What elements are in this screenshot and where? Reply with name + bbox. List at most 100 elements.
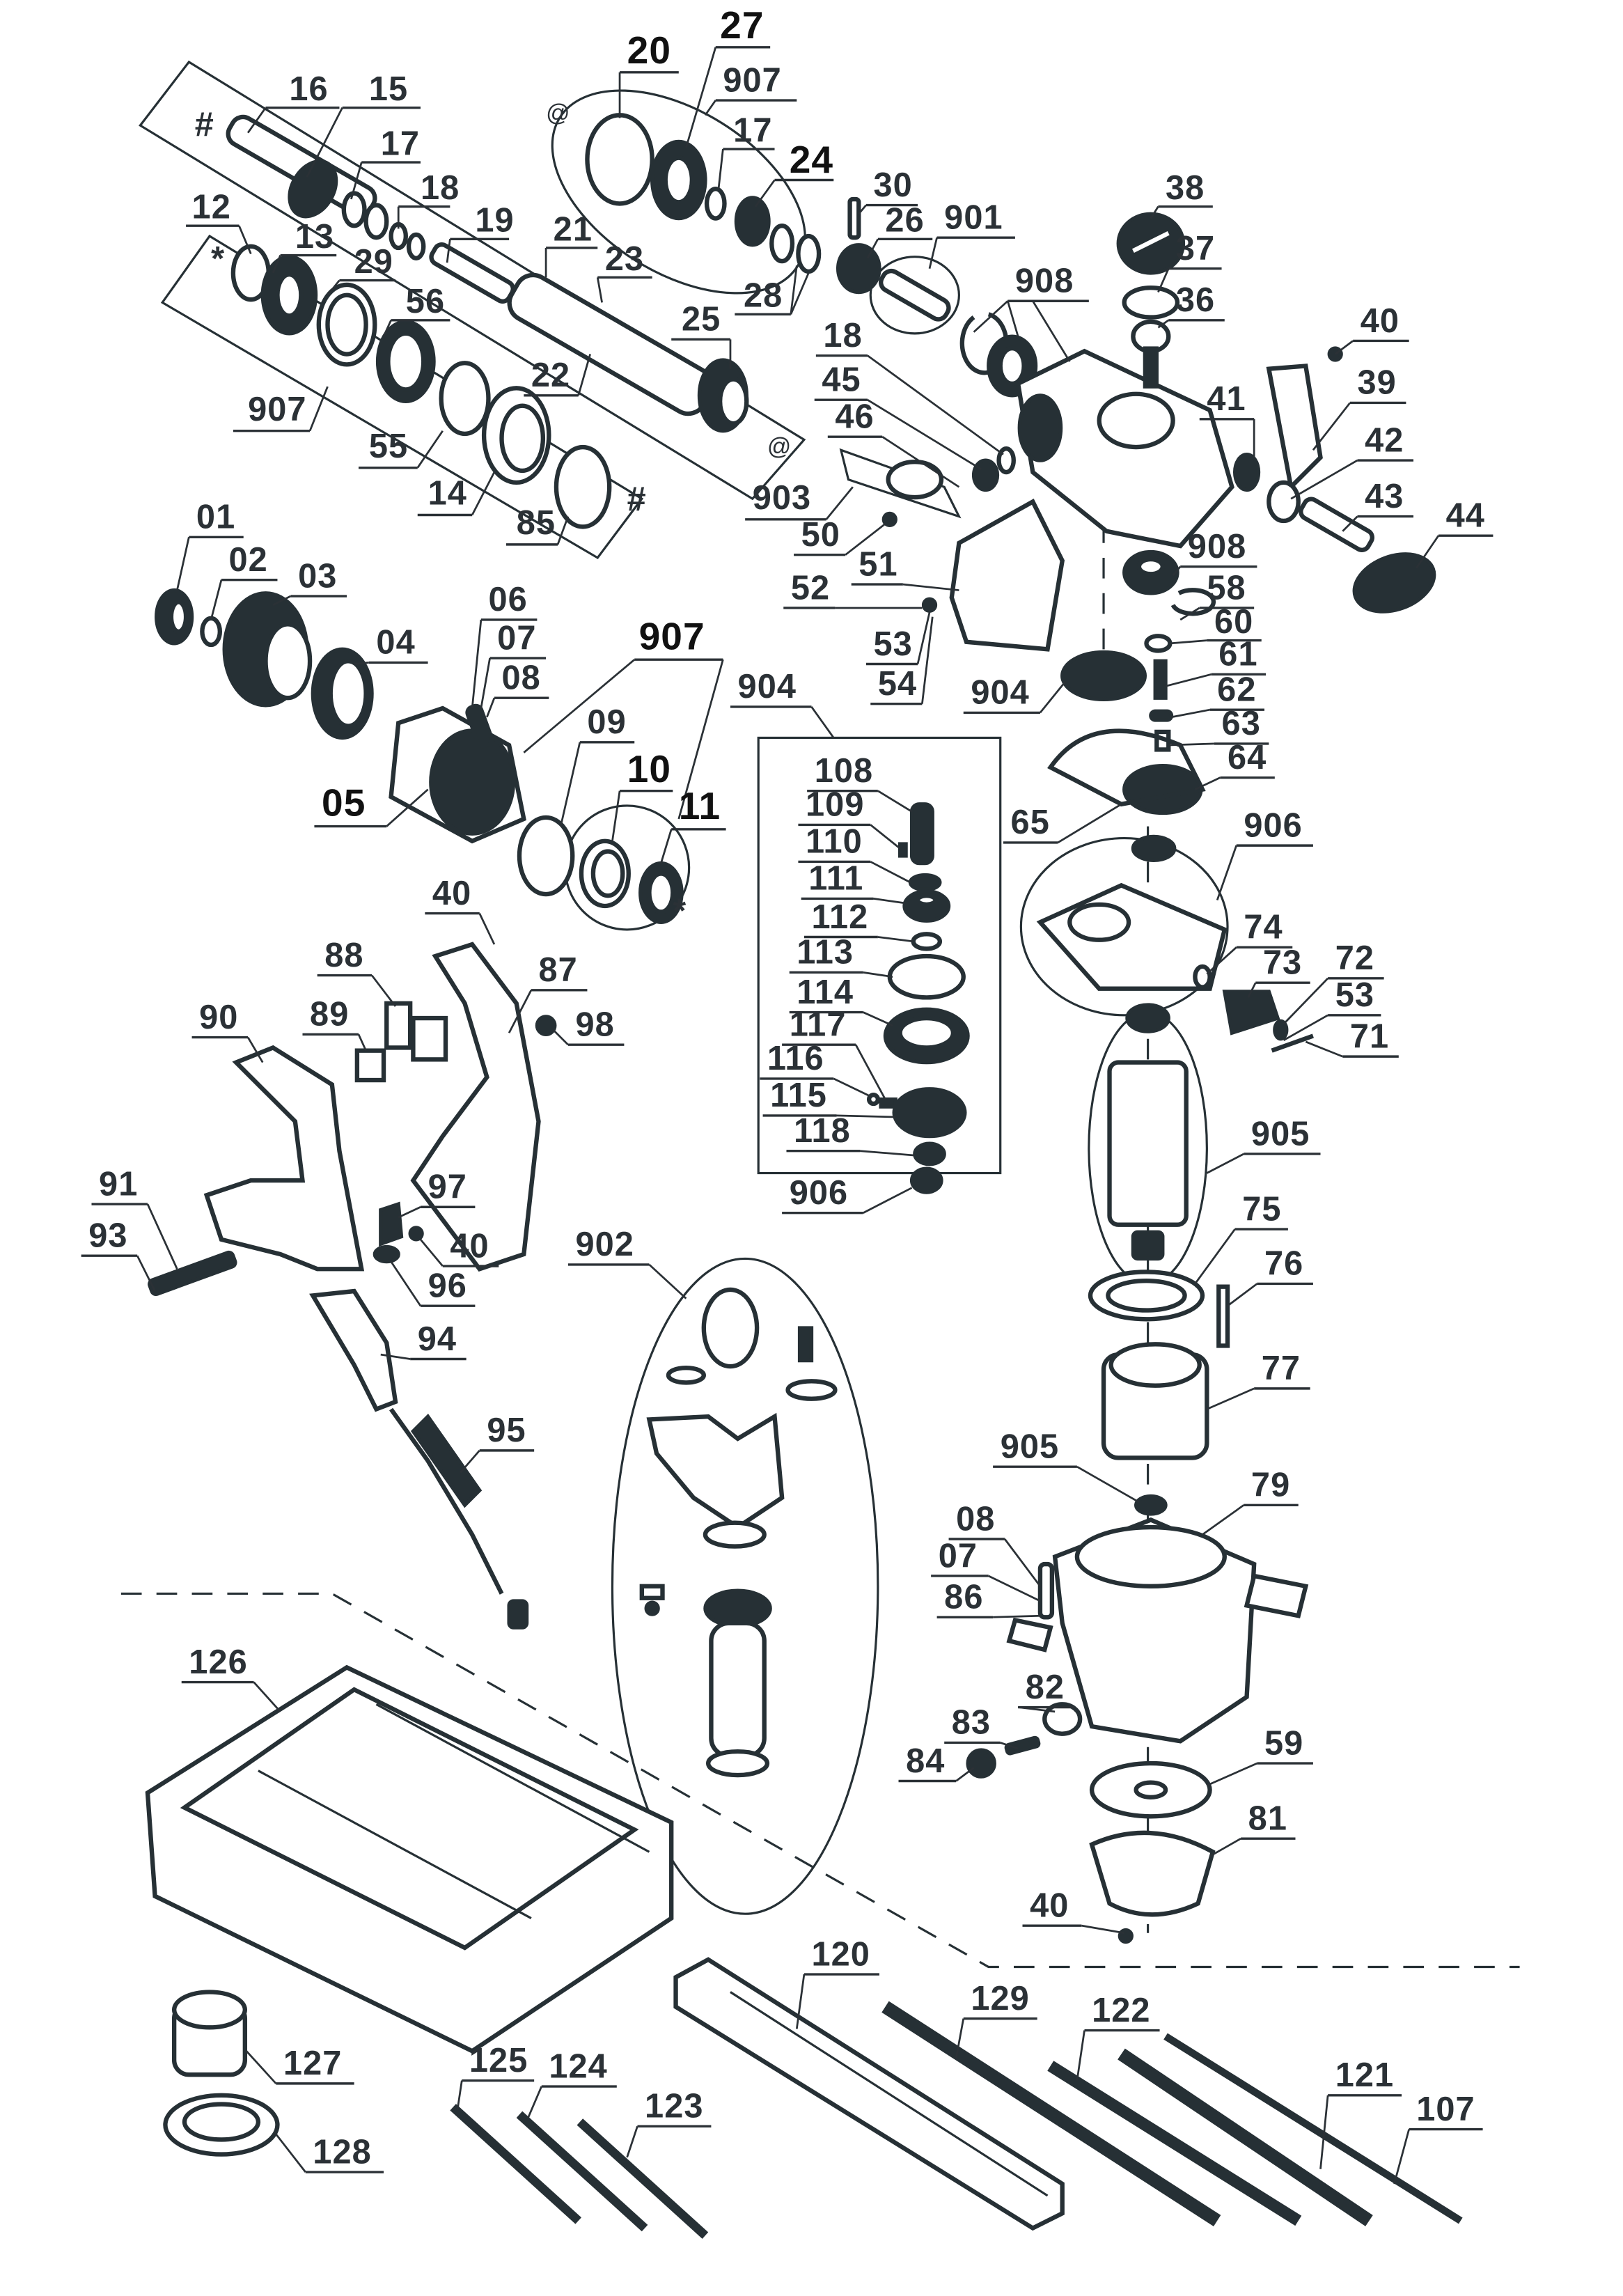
label-10: 10 xyxy=(627,747,671,790)
part-128-dust-cap xyxy=(163,2093,280,2157)
part-60-washer xyxy=(1144,634,1173,653)
part-04-spring xyxy=(311,647,374,740)
label-16: 16 xyxy=(289,70,328,108)
label-56: 56 xyxy=(406,283,445,320)
label-03: 03 xyxy=(298,557,337,595)
label-07a: 07 xyxy=(497,619,536,657)
label-11: 11 xyxy=(679,784,721,827)
callout-55: 55 xyxy=(358,428,444,469)
part-30-pin xyxy=(847,196,861,240)
callout-126: 126 xyxy=(181,1643,281,1712)
label-38: 38 xyxy=(1166,169,1205,207)
callout-125: 125 xyxy=(456,2042,535,2111)
label-110: 110 xyxy=(806,823,863,861)
label-908a: 908 xyxy=(1015,263,1074,300)
label-29: 29 xyxy=(354,243,393,281)
callout-115: 115 xyxy=(762,1077,896,1118)
callout-73: 73 xyxy=(1247,944,1310,998)
label-05: 05 xyxy=(322,781,366,825)
part-28-rings xyxy=(769,224,822,274)
part-127-chuck-adapter xyxy=(171,1990,248,2077)
label-904b: 904 xyxy=(738,668,797,705)
part-90-grip xyxy=(203,1045,365,1272)
label-19: 19 xyxy=(475,202,514,240)
label-108: 108 xyxy=(815,752,873,790)
label-53b: 53 xyxy=(1335,976,1374,1014)
label-94: 94 xyxy=(418,1320,457,1358)
label-15: 15 xyxy=(369,70,408,108)
label-13: 13 xyxy=(295,218,334,256)
label-27: 27 xyxy=(720,3,764,47)
part-906b-bearing xyxy=(909,1166,943,1194)
group-frame-904 xyxy=(757,736,1002,1175)
callout-08a: 08 xyxy=(486,659,549,718)
label-88: 88 xyxy=(324,937,363,974)
label-901: 901 xyxy=(944,198,1003,236)
part-02-ring xyxy=(200,616,223,648)
callout-02: 02 xyxy=(210,541,278,620)
callout-74: 74 xyxy=(1206,909,1293,975)
part-111-bearing xyxy=(902,889,951,923)
part-39-cover xyxy=(1266,364,1323,492)
part-116-117-ball-spring xyxy=(866,1093,897,1109)
callout-58: 58 xyxy=(1179,569,1255,621)
callout-36: 36 xyxy=(1157,281,1225,329)
callout-113: 113 xyxy=(789,934,893,978)
callout-907c: 907 xyxy=(523,614,724,820)
part-108-shaft xyxy=(909,802,934,866)
callout-90: 90 xyxy=(191,999,264,1063)
part-37-oring xyxy=(1122,286,1180,320)
part-43-pin xyxy=(1299,497,1374,552)
label-903: 903 xyxy=(753,479,811,517)
callout-06: 06 xyxy=(471,581,538,709)
part-75-baffle xyxy=(1088,1270,1205,1322)
part-03-sleeve xyxy=(222,591,313,708)
part-17b-ring xyxy=(704,187,727,221)
label-118: 118 xyxy=(794,1112,851,1150)
label-904a: 904 xyxy=(971,674,1029,712)
callout-51: 51 xyxy=(851,545,959,591)
callout-30: 30 xyxy=(858,166,918,215)
callout-17b: 17 xyxy=(717,111,775,189)
part-77-stator xyxy=(1101,1342,1209,1460)
label-58: 58 xyxy=(1207,569,1246,607)
callout-903: 903 xyxy=(745,479,854,521)
part-64-flange xyxy=(1122,764,1203,815)
part-24-sleeve xyxy=(734,196,771,247)
part-124-drill-bit xyxy=(516,2111,648,2232)
part-59-plate xyxy=(1089,1760,1212,1819)
callout-114: 114 xyxy=(789,974,893,1026)
callout-21: 21 xyxy=(544,210,598,278)
callout-904b: 904 xyxy=(730,668,835,739)
label-18a: 18 xyxy=(421,169,460,207)
part-79-motor-housing xyxy=(1006,1517,1309,1744)
part-115-clutch-plate xyxy=(892,1087,967,1139)
callout-25: 25 xyxy=(671,301,732,369)
part-18-rings xyxy=(389,221,426,260)
group-ellipse-902 xyxy=(611,1257,879,1915)
callout-905a: 905 xyxy=(1206,1115,1321,1174)
callout-120: 120 xyxy=(795,1935,879,2029)
part-56-ring xyxy=(375,320,436,403)
part-125-drill-bit xyxy=(450,2104,581,2224)
part-25-spring xyxy=(697,358,749,433)
callout-901: 901 xyxy=(928,198,1015,269)
part-118-bearing xyxy=(913,1141,946,1166)
label-07b: 07 xyxy=(939,1537,978,1575)
label-117: 117 xyxy=(790,1006,847,1043)
callout-112: 112 xyxy=(803,898,914,943)
callout-59: 59 xyxy=(1206,1724,1313,1787)
callout-93: 93 xyxy=(81,1217,156,1292)
label-65: 65 xyxy=(1011,804,1050,841)
callout-26: 26 xyxy=(866,202,933,259)
label-73: 73 xyxy=(1263,944,1302,981)
part-15-sleeve xyxy=(288,159,338,219)
part-82-bush xyxy=(1042,1702,1083,1736)
label-122: 122 xyxy=(1092,1992,1150,2029)
label-25: 25 xyxy=(682,301,721,338)
part-129-drill-bit xyxy=(881,2001,1221,2226)
label-74: 74 xyxy=(1244,909,1283,946)
part-97-plate xyxy=(379,1201,404,1247)
callout-71: 71 xyxy=(1305,1017,1399,1058)
